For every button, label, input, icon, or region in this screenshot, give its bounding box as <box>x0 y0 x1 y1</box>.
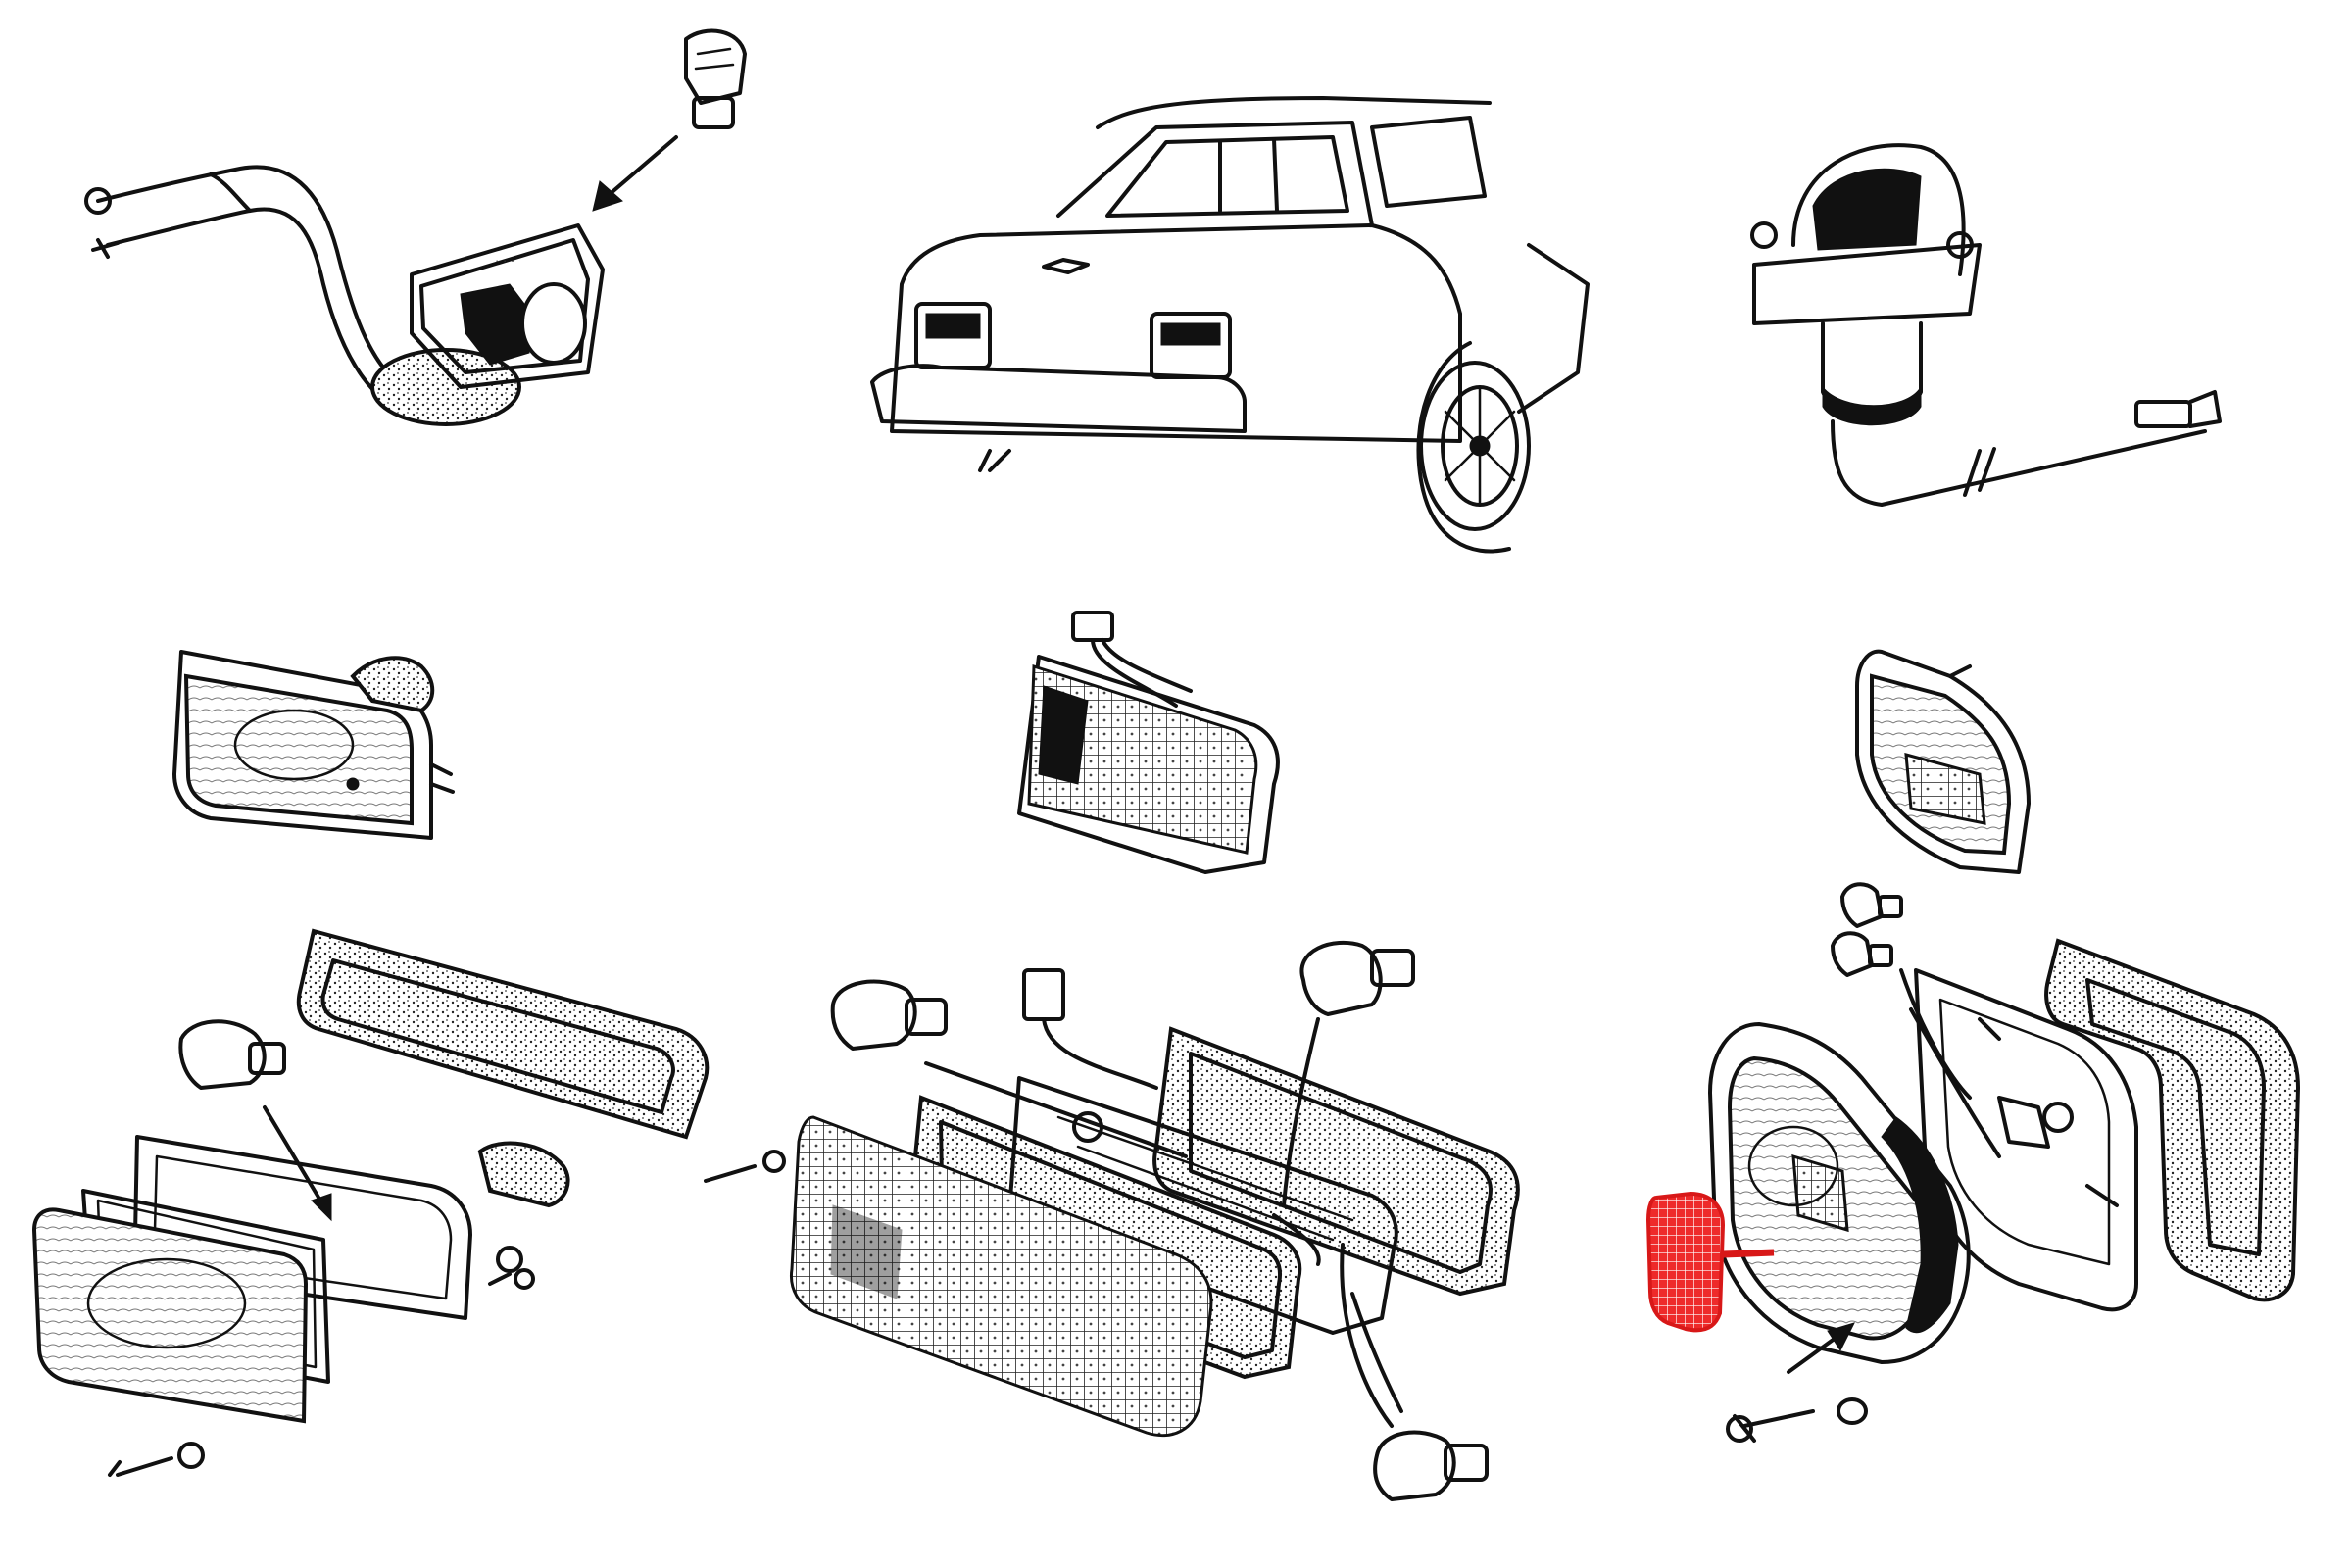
rear-lamp-exploded <box>704 940 1520 1501</box>
svg-text:· · ·: · · · <box>495 253 514 268</box>
car-rear-view <box>870 96 1590 554</box>
bulb-icon <box>830 979 948 1051</box>
bulb-icon <box>1831 931 1893 977</box>
bulb-icon <box>1299 940 1415 1016</box>
red-reflector <box>1645 1191 1775 1333</box>
front-indicator-exploded <box>31 928 710 1477</box>
bulb-icon <box>684 28 747 129</box>
front-indicator-lamp <box>172 650 455 840</box>
rear-combination-lamp <box>1017 611 1280 874</box>
number-plate-lamp-with-cable: · · · <box>84 28 747 426</box>
side-marker-lamp <box>1855 649 2031 874</box>
side-lamp-exploded <box>1645 882 2301 1443</box>
reversing-lamp-assembly <box>1750 143 2222 507</box>
bulb-icon <box>1373 1430 1489 1501</box>
bulb-icon <box>1840 882 1903 928</box>
